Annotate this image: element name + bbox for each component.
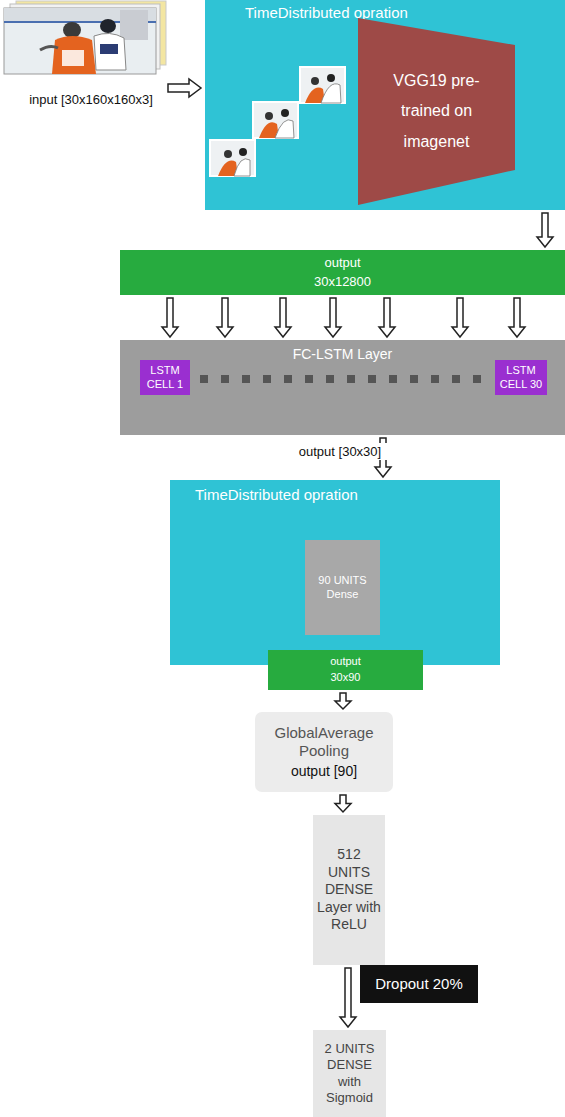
- node-text: output: [324, 255, 360, 271]
- hollow-arrow: [379, 298, 395, 337]
- dense-relu-box: 512 UNITS DENSE Layer with ReLU: [313, 815, 385, 965]
- node-text: 90 UNITS Dense: [309, 574, 376, 602]
- pooling-box: GlobalAverage Poolingoutput [90]: [255, 712, 393, 792]
- hollow-arrow: [162, 298, 178, 337]
- hollow-arrow: [452, 298, 468, 337]
- hollow-arrow: [325, 298, 341, 337]
- input-video-frames: [0, 0, 210, 100]
- output-band: output 30x12800: [120, 250, 565, 295]
- hollow-arrow: [335, 693, 351, 709]
- dense-sigmoid-box: 2 UNITS DENSE with Sigmoid: [313, 1030, 386, 1117]
- output-label: output [30x30]: [290, 443, 390, 460]
- hollow-arrow: [509, 298, 525, 337]
- lstm-cell-dots: [198, 371, 498, 387]
- trapezoid-fill: [358, 18, 515, 205]
- node-subtext: 30x90: [331, 671, 361, 685]
- node-text: LSTM CELL 30: [497, 364, 545, 392]
- node-text: 512 UNITS DENSE Layer with ReLU: [317, 846, 381, 934]
- node-text: VGG19 pre-trained on imagenet: [377, 66, 497, 157]
- hollow-arrow: [340, 968, 356, 1027]
- hollow-arrow: [217, 298, 233, 337]
- vgg19-trapezoid: VGG19 pre-trained on imagenet: [358, 18, 515, 205]
- node-text: LSTM CELL 1: [142, 364, 188, 392]
- node-subtext: 30x12800: [314, 274, 371, 290]
- small-frames: [205, 60, 355, 180]
- node-text: output: [330, 655, 361, 669]
- node-text: 2 UNITS DENSE with Sigmoid: [317, 1041, 382, 1106]
- node-subtext: output [90]: [291, 763, 357, 781]
- dense-box: 90 UNITS Dense: [305, 540, 380, 635]
- node-text: TimeDistributed opration: [245, 4, 408, 23]
- input-label: input [30x160x160x3]: [6, 92, 176, 107]
- hollow-arrow: [537, 213, 553, 247]
- lstm-cell: LSTM CELL 1: [140, 360, 190, 395]
- hollow-arrow: [335, 795, 351, 812]
- node-text: FC-LSTM Layer: [293, 346, 393, 364]
- hollow-arrow: [275, 298, 291, 337]
- node-text: GlobalAverage Pooling: [260, 724, 388, 762]
- dropout-box: Dropout 20%: [360, 965, 478, 1003]
- timedistributed-box: TimeDistributed opration VGG19 pre-train…: [205, 0, 565, 210]
- lstm-cell: LSTM CELL 30: [495, 360, 547, 395]
- node-text: Dropout 20%: [375, 975, 463, 994]
- timedistributed-box: TimeDistributed opration 90 UNITS Dense: [170, 480, 500, 665]
- output-box: output 30x90: [268, 650, 423, 690]
- lstm-layer-box: FC-LSTM Layer LSTM CELL 1 LSTM CELL 30: [120, 340, 565, 435]
- node-text: TimeDistributed opration: [195, 486, 358, 505]
